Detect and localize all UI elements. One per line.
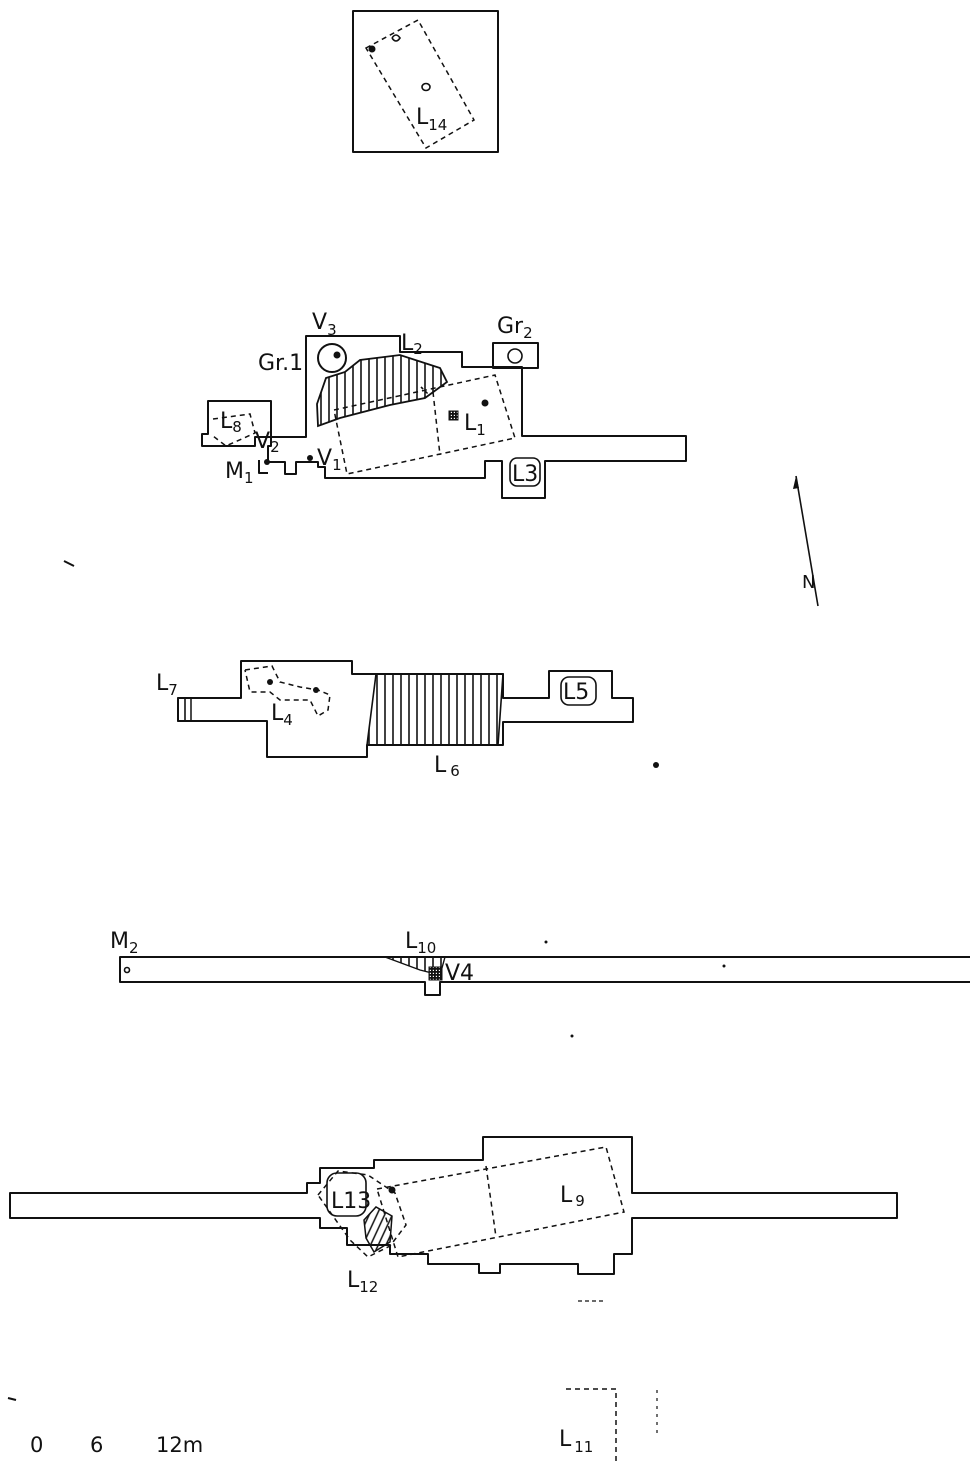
label-v1-sub: 1 [332,456,342,474]
label-l4-main: L [271,701,284,726]
svg-text:Gr2: Gr2 [497,314,533,342]
label-m2-main: M [110,929,129,954]
label-gr2-main: Gr [497,314,524,339]
label-l9-main: L [560,1183,573,1208]
trench-l1-complex: V3 L2 Gr2 Gr.1 L8 L1 V2 V1 M1 L3 [201,310,687,499]
trench-l10: M2 L10 V4 [110,929,970,1038]
label-l1-main: L [464,411,477,436]
svg-text:L11: L11 [559,1427,593,1456]
svg-text:L4: L4 [271,701,293,729]
label-l14-sub: 14 [428,116,447,134]
label-l3: L3 [512,462,538,487]
svg-text:L9: L9 [560,1183,585,1210]
label-l14-main: L [416,105,429,130]
label-v2-main: V [255,429,270,454]
label-v2-sub: 2 [270,438,280,456]
north-label: N [802,572,815,593]
scale-bar: 0 6 12m [7,1397,203,1457]
stray-mark [63,560,75,567]
svg-text:V1: V1 [317,446,342,474]
label-l11-main: L [559,1427,572,1452]
label-l1-sub: 1 [476,421,486,439]
label-gr1: Gr.1 [258,351,303,376]
svg-text:M2: M2 [110,929,139,957]
label-gr2-sub: 2 [523,324,533,342]
north-arrow: N [793,475,819,607]
svg-text:V2: V2 [255,429,280,456]
scale-tick-6: 6 [90,1433,103,1457]
label-l6-main: L [434,753,447,778]
label-l8-sub: 8 [232,418,242,436]
label-l7-sub: 7 [168,681,178,699]
svg-text:L10: L10 [405,929,436,957]
label-l2-main: L [401,331,414,356]
label-l12-main: L [347,1268,360,1293]
label-v3-main: V [312,310,327,335]
label-l10-sub: 10 [417,939,436,957]
label-l4-sub: 4 [283,711,293,729]
label-v3-sub: 3 [327,321,337,339]
stray-dot [653,762,659,768]
label-l8-main: L [220,409,233,434]
label-l10-main: L [405,929,418,954]
svg-text:M1: M1 [225,459,254,487]
label-m1-main: M [225,459,244,484]
label-l11-sub: 11 [574,1438,593,1456]
label-l6-sub: 6 [450,762,460,780]
scale-tick-12m: 12m [156,1433,203,1457]
label-v1-main: V [317,446,332,471]
svg-text:L6: L6 [434,753,460,780]
label-m2-sub: 2 [129,939,139,957]
label-v4: V4 [445,961,474,986]
label-l7-main: L [156,671,169,696]
svg-text:L1: L1 [464,411,486,439]
svg-text:L2: L2 [401,331,423,358]
svg-text:L7: L7 [156,671,178,699]
label-m1-sub: 1 [244,469,254,487]
label-l12-sub: 12 [359,1278,378,1296]
svg-text:V3: V3 [312,310,337,339]
label-l9-sub: 9 [575,1192,585,1210]
trench-l14: L14 [352,10,499,153]
scale-tick-0: 0 [30,1433,43,1457]
label-l5: L5 [563,680,589,705]
label-l2-sub: 2 [413,340,423,358]
svg-text:L14: L14 [416,105,447,134]
svg-text:L12: L12 [347,1268,378,1296]
label-l13: L13 [331,1189,371,1214]
svg-text:L8: L8 [220,409,242,436]
